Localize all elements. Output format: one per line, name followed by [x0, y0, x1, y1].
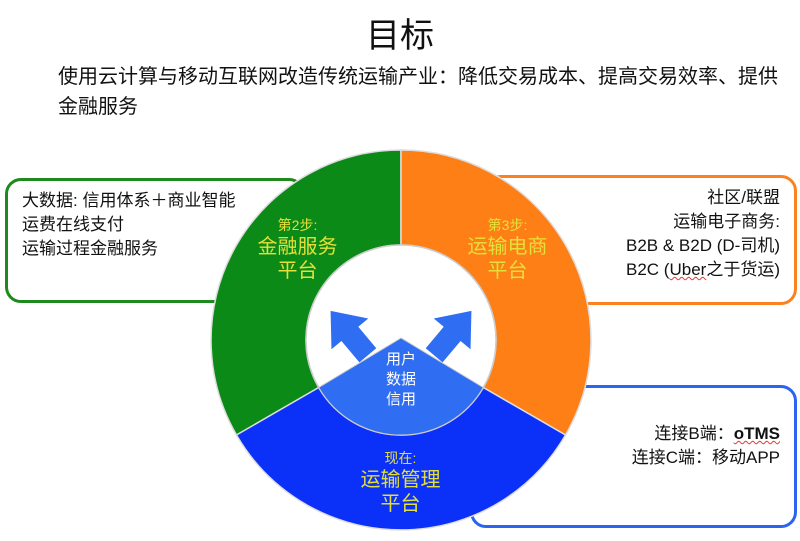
- core-line: 信用: [385, 391, 416, 408]
- platform-label: 平台: [277, 260, 318, 282]
- core-line: 用户: [385, 351, 416, 368]
- text: Uber: [669, 260, 707, 279]
- step-label: 第3步:: [487, 217, 528, 233]
- orange-segment-label: 第3步: 运输电商 平台: [455, 215, 560, 283]
- platform-label: 金融服务: [257, 236, 338, 258]
- callout-line: 运费在线支付: [22, 215, 124, 234]
- callout-line: 连接B端：oTMS: [487, 422, 780, 446]
- slide-subtitle: 使用云计算与移动互联网改造传统运输产业：降低交易成本、提高交易效率、提供金融服务: [58, 66, 778, 118]
- callout-line: 大数据: 信用体系＋商业智能: [22, 191, 236, 210]
- platform-label: 运输管理: [360, 469, 441, 491]
- callout-line: 运输电子商务:: [673, 212, 780, 231]
- green-segment-label: 第2步: 金融服务 平台: [245, 215, 350, 283]
- callout-line: 连接C端：移动APP: [631, 448, 780, 467]
- text: B2C (: [626, 260, 670, 279]
- callout-line: 运输过程金融服务: [22, 239, 158, 258]
- text: 之于货运): [706, 260, 780, 279]
- core-wedge: [318, 337, 484, 436]
- step-label: 现在:: [384, 450, 417, 466]
- text: oTMS: [733, 424, 780, 443]
- callout-line: 社区/联盟: [707, 188, 780, 207]
- core-label: 用户 数据 信用: [370, 350, 432, 410]
- blue-segment-label: 现在: 运输管理 平台: [348, 448, 453, 516]
- platform-label: 平台: [487, 260, 528, 282]
- platform-label: 运输电商: [467, 236, 548, 258]
- step-label: 第2步:: [277, 217, 318, 233]
- arrow-up-right-icon: [425, 310, 472, 363]
- arrow-up-left-icon: [330, 310, 377, 363]
- platform-label: 平台: [380, 493, 421, 515]
- slide-title: 目标: [366, 17, 434, 55]
- callout-line: B2B & B2D (D-司机): [626, 236, 780, 255]
- core-line: 数据: [385, 371, 416, 388]
- text: 连接B端：: [654, 424, 734, 443]
- callout-line: B2C (Uber之于货运): [502, 258, 780, 282]
